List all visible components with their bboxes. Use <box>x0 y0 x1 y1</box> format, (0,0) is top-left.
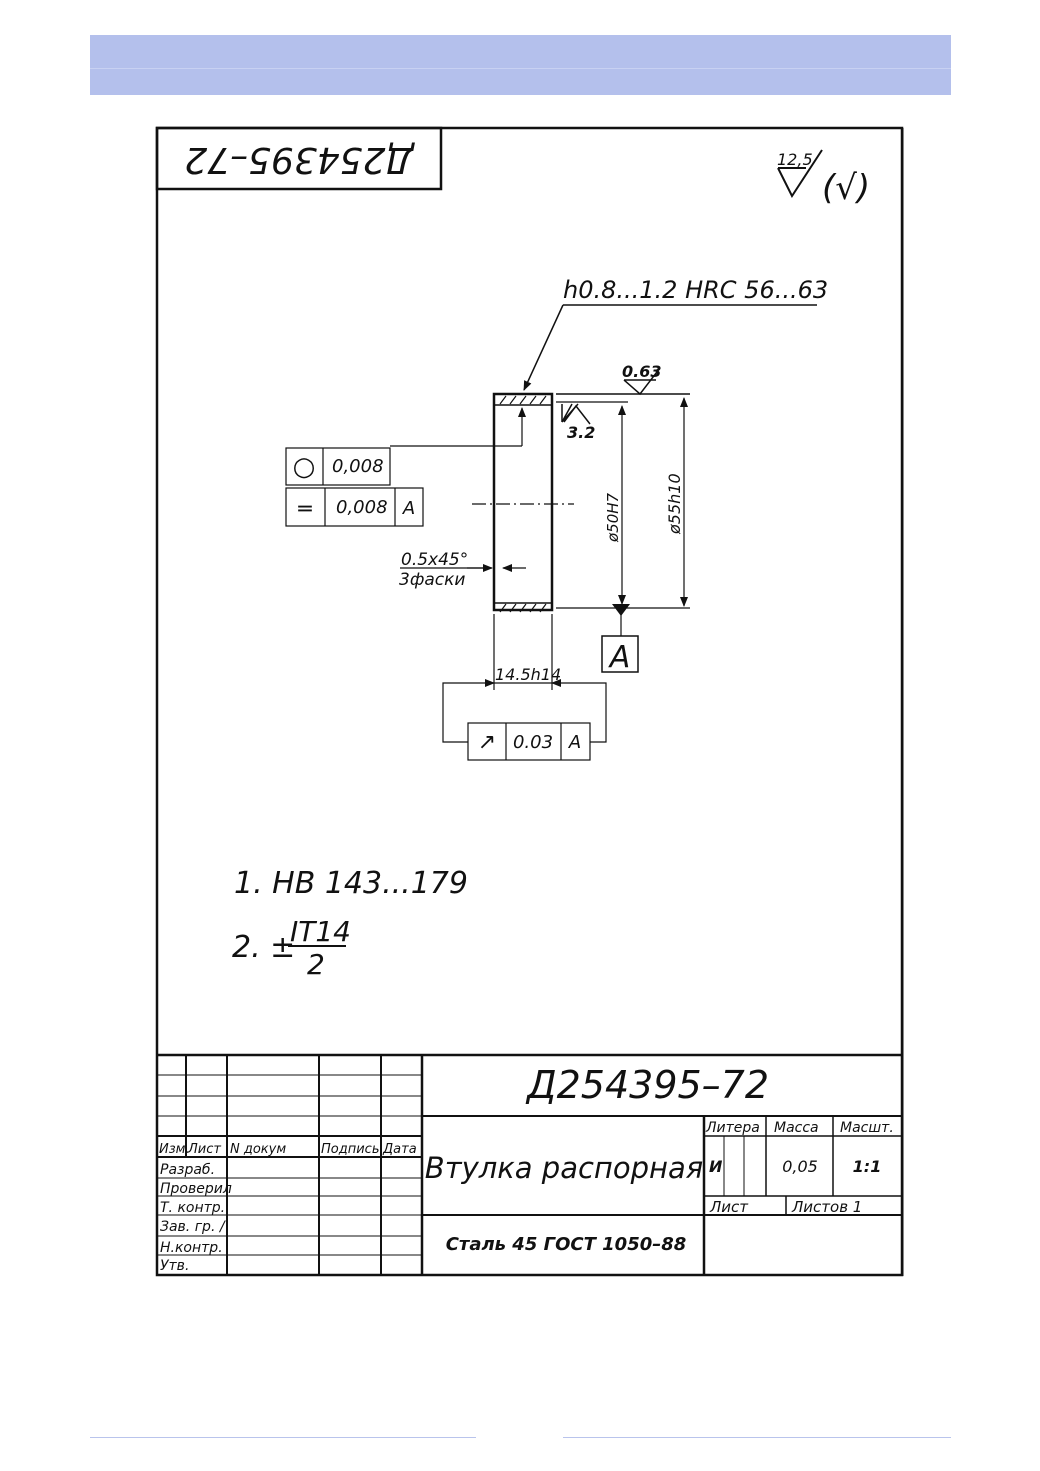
list-label: Лист <box>709 1198 749 1216</box>
row-nkontr: Н.контр. <box>160 1240 223 1256</box>
listov-label: Листов 1 <box>791 1198 862 1216</box>
bushing-section <box>492 392 554 612</box>
masshtab-label: Масшт. <box>840 1120 894 1136</box>
note-2-numerator: IT14 <box>290 915 351 948</box>
roughness-outer-symbol <box>556 367 690 396</box>
litera-value: И <box>709 1157 723 1176</box>
tol2-symbol: ═ <box>297 497 312 522</box>
rotated-stamp: Д254395–72 <box>155 126 443 191</box>
hardening-note: h0.8...1.2 HRC 56...63 <box>563 276 828 304</box>
col-list: Лист <box>187 1142 221 1157</box>
massa-value: 0,05 <box>782 1157 818 1176</box>
part-name: Втулка распорная <box>425 1151 703 1185</box>
footer-rule-right <box>563 1437 951 1438</box>
roughness-general <box>777 149 823 199</box>
rotated-stamp-text: Д254395–72 <box>184 139 415 180</box>
tol2-datum: A <box>402 498 415 519</box>
row-proveril: Проверил <box>160 1181 232 1197</box>
material: Сталь 45 ГОСТ 1050–88 <box>446 1234 687 1255</box>
width-dimension <box>474 614 572 690</box>
runout-frame <box>442 682 607 761</box>
col-ndokum: N докум <box>230 1142 286 1157</box>
dim-bore: ø50H7 <box>604 492 622 543</box>
chamfer-note: 0.5x45° <box>401 550 468 570</box>
roughness-outer-value: 0.63 <box>622 362 661 381</box>
datum-label: A <box>608 640 631 675</box>
tol1-symbol: ○ <box>293 452 316 482</box>
dim-outer: ø55h10 <box>665 473 684 535</box>
col-data: Дата <box>382 1142 417 1157</box>
doc-number: Д254395–72 <box>525 1063 769 1107</box>
hardening-leader <box>523 304 817 391</box>
dim-width: 14.5h14 <box>495 665 561 684</box>
row-tkontr: Т. контр. <box>160 1200 225 1216</box>
roughness-general-value: 12,5 <box>777 150 813 169</box>
bushing-hatching <box>499 395 547 613</box>
row-razrab: Разраб. <box>160 1162 215 1178</box>
sheet-frame <box>155 126 904 1277</box>
litera-label: Литера <box>705 1120 760 1136</box>
datum-marker <box>601 604 639 673</box>
runout-datum: A <box>568 732 581 753</box>
chamfer-count: 3фаски <box>399 570 465 590</box>
roughness-bore-symbol <box>561 403 591 425</box>
tolerance-frames <box>285 407 526 527</box>
note-2-denominator: 2 <box>307 948 325 981</box>
row-utv: Утв. <box>160 1258 189 1274</box>
title-block <box>157 1053 902 1275</box>
footer-rule-left <box>90 1437 476 1438</box>
header-band <box>90 35 951 95</box>
col-izm: Изм. <box>159 1142 190 1157</box>
runout-value: 0.03 <box>513 732 553 753</box>
massa-label: Масса <box>774 1120 819 1136</box>
note-2-prefix: 2. ± <box>232 930 295 965</box>
note-1: 1. HB 143...179 <box>234 866 468 901</box>
tol1-value: 0,008 <box>332 456 384 477</box>
runout-symbol: ↗ <box>478 730 496 755</box>
masshtab-value: 1:1 <box>853 1157 882 1176</box>
row-zavgr: Зав. гр. / <box>160 1219 226 1235</box>
tol2-value: 0,008 <box>336 497 388 518</box>
roughness-bore-value: 3.2 <box>567 423 595 442</box>
roughness-other-symbol: (√) <box>822 168 870 208</box>
col-podpis: Подпись <box>321 1142 379 1157</box>
